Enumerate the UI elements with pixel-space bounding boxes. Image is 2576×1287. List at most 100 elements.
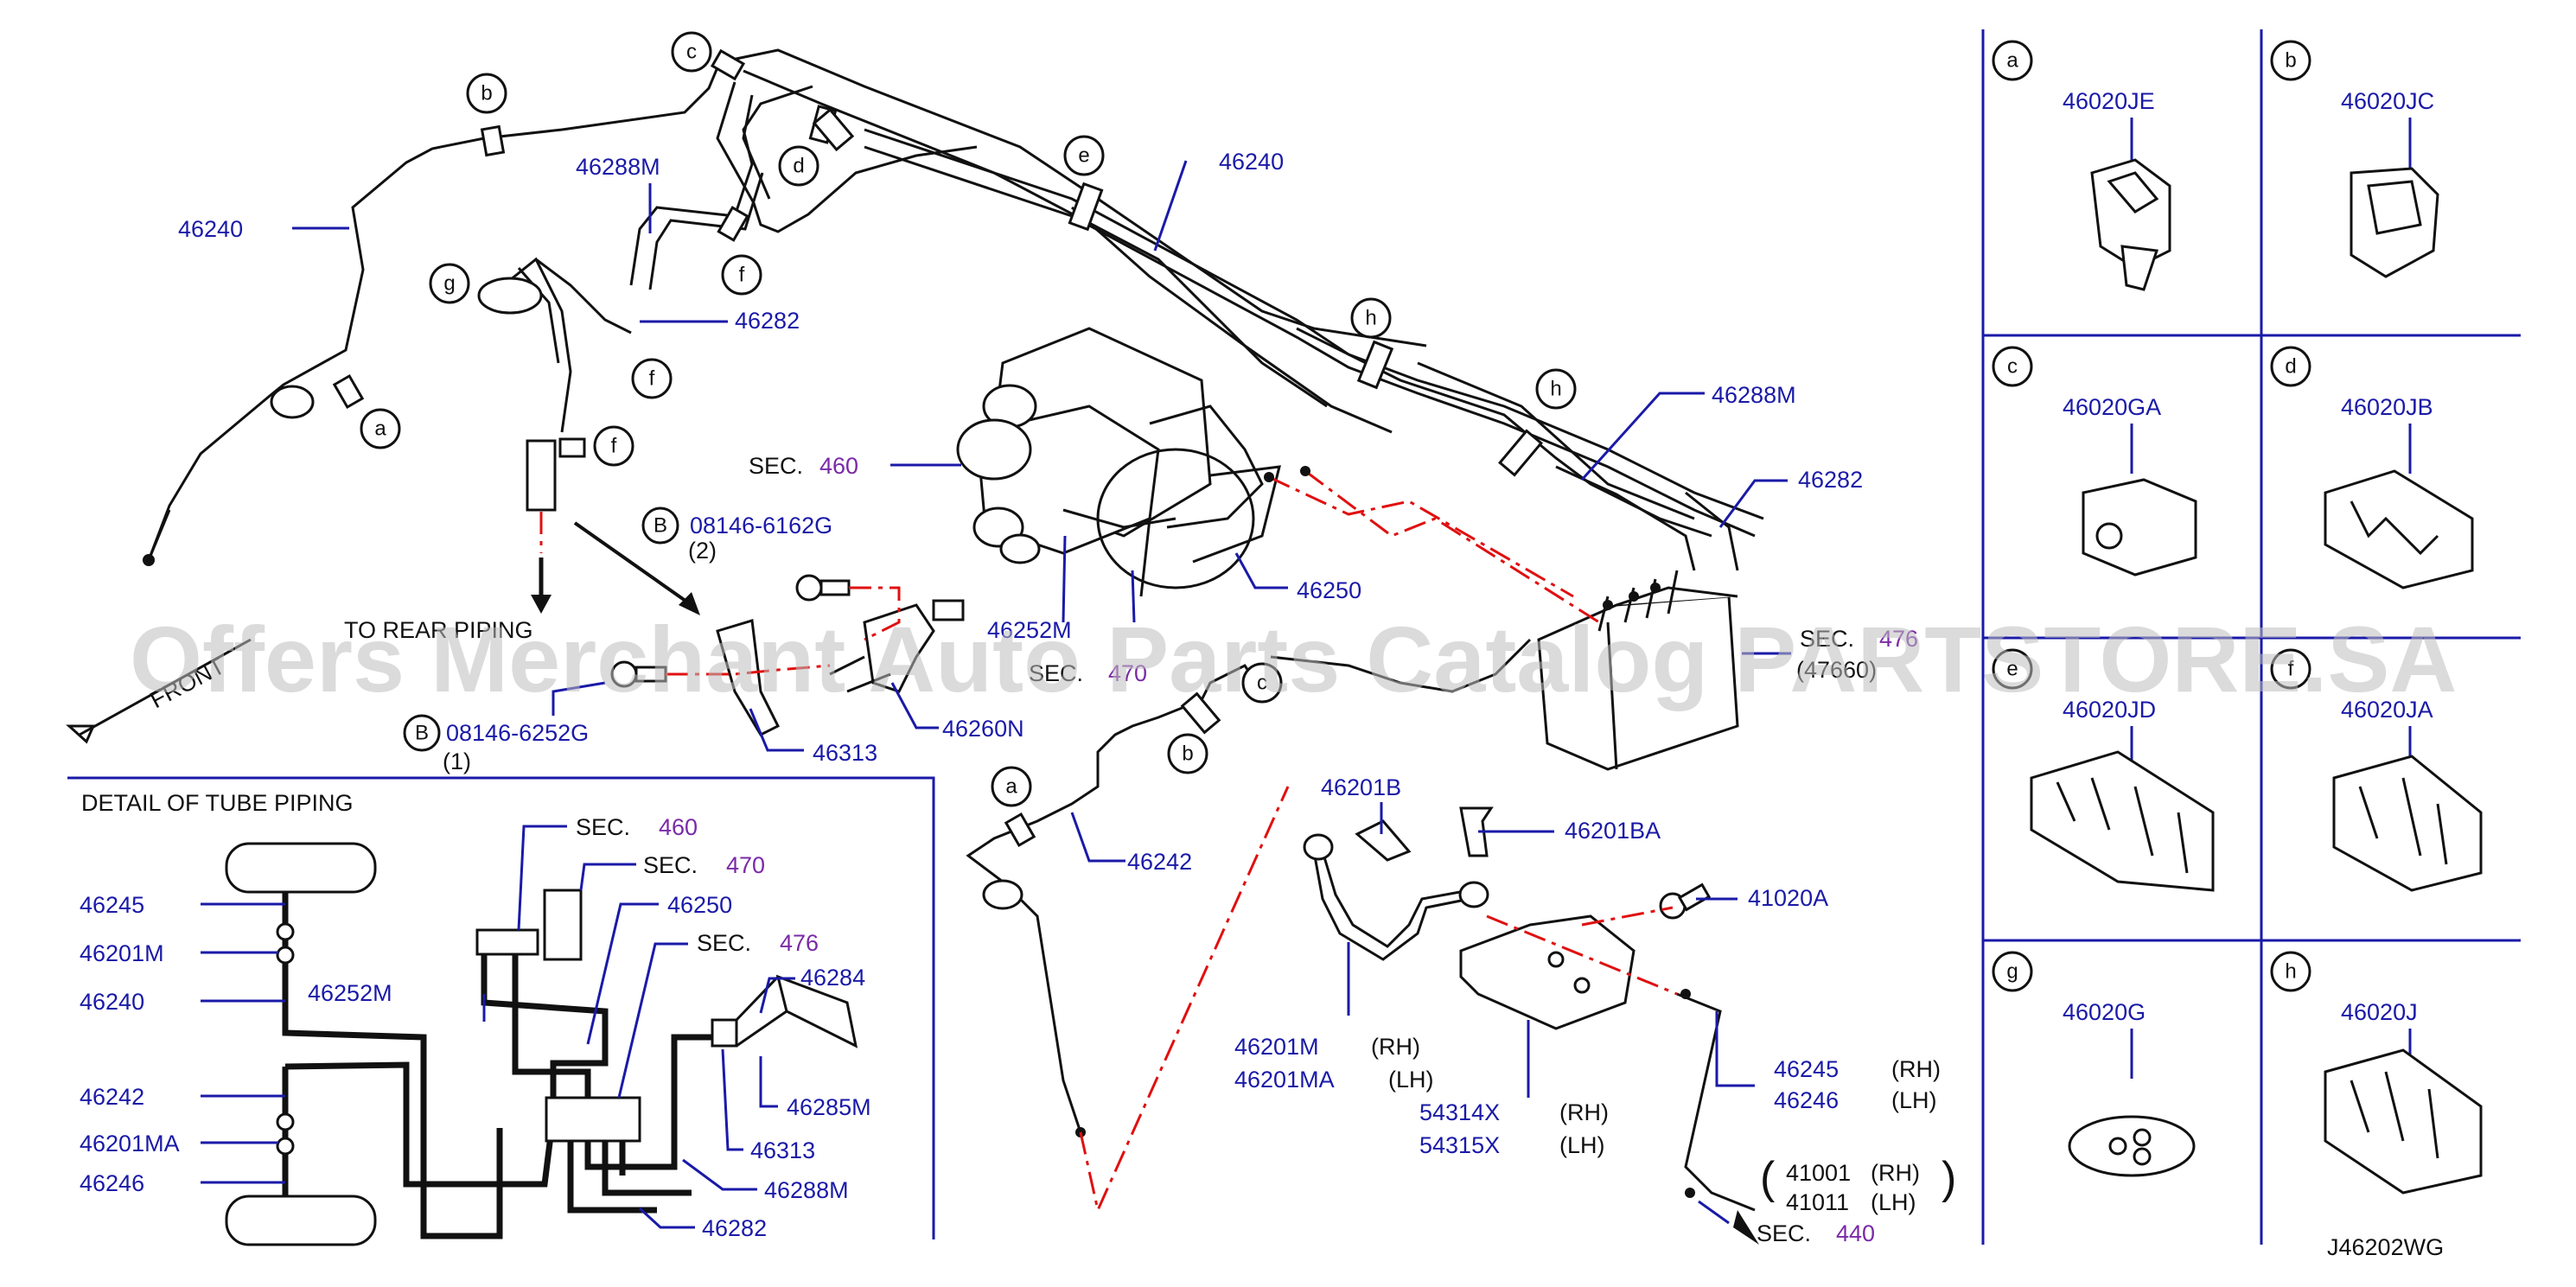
label-46240-top: 46240	[1219, 149, 1284, 175]
bubble-e: e	[1063, 135, 1105, 176]
leader-lines	[292, 160, 1791, 1098]
detail-label-46201MA: 46201MA	[80, 1131, 180, 1156]
svg-text:f: f	[739, 264, 745, 287]
clip-drawings	[2030, 158, 2483, 1195]
booster-detail	[543, 889, 583, 961]
clip-cell-d: d 46020JB	[2270, 346, 2433, 474]
abs-unit-detail	[545, 1096, 641, 1143]
clip-letter: c	[2007, 355, 2018, 379]
label-46282-top: 46282	[735, 308, 800, 334]
bubble-B-1: B	[641, 507, 679, 545]
detail-sec476-prefix: SEC.	[697, 930, 751, 956]
detail-sec470-num: 470	[726, 852, 765, 878]
callout-bubbles: a b c d e f f f g h h c b a B B	[360, 31, 1577, 807]
main-part-labels: 46240 46288M 46282 46240 46288M 46282 SE…	[66, 149, 1918, 875]
label-08146-6252G: 08146-6252G	[446, 720, 589, 746]
bolt-41020A	[1659, 882, 1712, 920]
label-46246: 46246	[1774, 1087, 1839, 1113]
label-46201MA-lh: (LH)	[1388, 1067, 1434, 1093]
brake-booster-master-cylinder	[956, 327, 1281, 597]
clip-part-number: 46020JC	[2341, 88, 2434, 114]
abs-actuator-unit	[1537, 570, 1739, 771]
detail-sec460-prefix: SEC.	[576, 814, 630, 840]
label-46260N: 46260N	[942, 716, 1024, 742]
clip-letter: f	[2288, 658, 2294, 681]
label-08146-6162G: 08146-6162G	[690, 513, 832, 538]
label-46282-right: 46282	[1798, 467, 1863, 493]
detail-label-46284: 46284	[800, 965, 865, 991]
label-sec476-sub: (47660)	[1796, 657, 1877, 683]
label-sec440-prefix: SEC.	[1757, 1220, 1811, 1246]
hose-part-labels: 46201B 46201BA 41020A 46201M (RH) 46201M…	[1234, 774, 1956, 1246]
clip-letter: a	[2006, 49, 2018, 73]
bubble-B-2: B	[403, 714, 441, 752]
clip-cell-b: b 46020JC	[2270, 40, 2434, 168]
label-54315X: 54315X	[1419, 1132, 1500, 1158]
detail-label-46246: 46246	[80, 1170, 144, 1196]
detail-sec476-num: 476	[780, 930, 819, 956]
clip-part-number: 46020J	[2341, 999, 2418, 1025]
clip-letter-bubble	[2270, 951, 2311, 992]
svg-text:c: c	[1257, 672, 1267, 695]
label-41001: 41001	[1786, 1160, 1851, 1186]
label-46245: 46245	[1774, 1056, 1839, 1082]
detail-sec470-prefix: SEC.	[643, 852, 698, 878]
clip-letter: d	[2285, 355, 2296, 379]
clip-part-number: 46020GA	[2063, 394, 2161, 420]
bubble-a-mid: a	[991, 766, 1032, 807]
label-46252M: 46252M	[987, 617, 1072, 643]
clip-cell-h: h 46020J	[2270, 951, 2418, 1079]
clip-letter-bubble	[1992, 40, 2033, 81]
diagram-code: J46202WG	[2327, 1234, 2444, 1260]
clip-letter-bubble	[1992, 951, 2033, 992]
clip-part-number: 46020JD	[2063, 697, 2156, 723]
label-46288M-right: 46288M	[1712, 382, 1796, 408]
clip-letter-bubble	[1992, 648, 2033, 690]
label-46313: 46313	[813, 740, 877, 766]
detail-of-tube-piping: DETAIL OF TUBE PIPING	[67, 776, 935, 1246]
bubble-a-left: a	[360, 408, 401, 449]
label-41011-lh: (LH)	[1871, 1189, 1916, 1215]
label-bolt1-qty: (2)	[688, 538, 717, 564]
label-46246-lh: (LH)	[1891, 1087, 1937, 1113]
brake-hose-assembly	[1303, 806, 1759, 1245]
label-46245-rh: (RH)	[1891, 1056, 1941, 1082]
clip-part-number: 46020JA	[2341, 697, 2433, 723]
detail-label-46201M: 46201M	[80, 940, 164, 966]
label-bolt2-qty: (1)	[443, 749, 471, 774]
bubble-h-1: h	[1350, 297, 1392, 339]
detail-label-46245: 46245	[80, 892, 144, 918]
label-sec476-num: 476	[1879, 626, 1918, 652]
svg-text:f: f	[649, 367, 655, 391]
clip-grid	[1981, 29, 2521, 1245]
clip-letter: h	[2285, 960, 2296, 984]
detail-sec460-num: 460	[659, 814, 698, 840]
svg-text:B: B	[654, 514, 667, 538]
bubble-f-1: f	[721, 254, 762, 296]
svg-text:h: h	[1550, 378, 1561, 401]
detail-label-46282: 46282	[702, 1215, 767, 1241]
clip-cell-c: c 46020GA	[1992, 346, 2161, 474]
master-cylinder-detail	[475, 928, 539, 956]
detail-label-46288M: 46288M	[764, 1177, 849, 1203]
label-sec460-prefix: SEC.	[749, 453, 803, 479]
svg-text:a: a	[374, 417, 386, 441]
clip-part-number: 46020JB	[2341, 394, 2433, 420]
label-sec460-num: 460	[819, 453, 858, 479]
detail-label-46252M: 46252M	[308, 980, 392, 1006]
label-46242: 46242	[1127, 849, 1192, 875]
bubble-d: d	[778, 145, 819, 187]
svg-text:g: g	[443, 272, 455, 296]
paren-open: (	[1760, 1153, 1776, 1203]
label-54314X-rh: (RH)	[1559, 1099, 1609, 1125]
detail-label-46285M: 46285M	[787, 1094, 871, 1120]
label-41001-rh: (RH)	[1871, 1160, 1920, 1186]
detail-label-46313: 46313	[750, 1137, 815, 1163]
clip-letter: g	[2006, 960, 2018, 984]
clip-letter: b	[2285, 49, 2296, 73]
clip-cell-f: f 46020JA	[2270, 648, 2433, 776]
rear-tire-icon	[225, 1195, 377, 1246]
label-41020A: 41020A	[1748, 885, 1828, 911]
